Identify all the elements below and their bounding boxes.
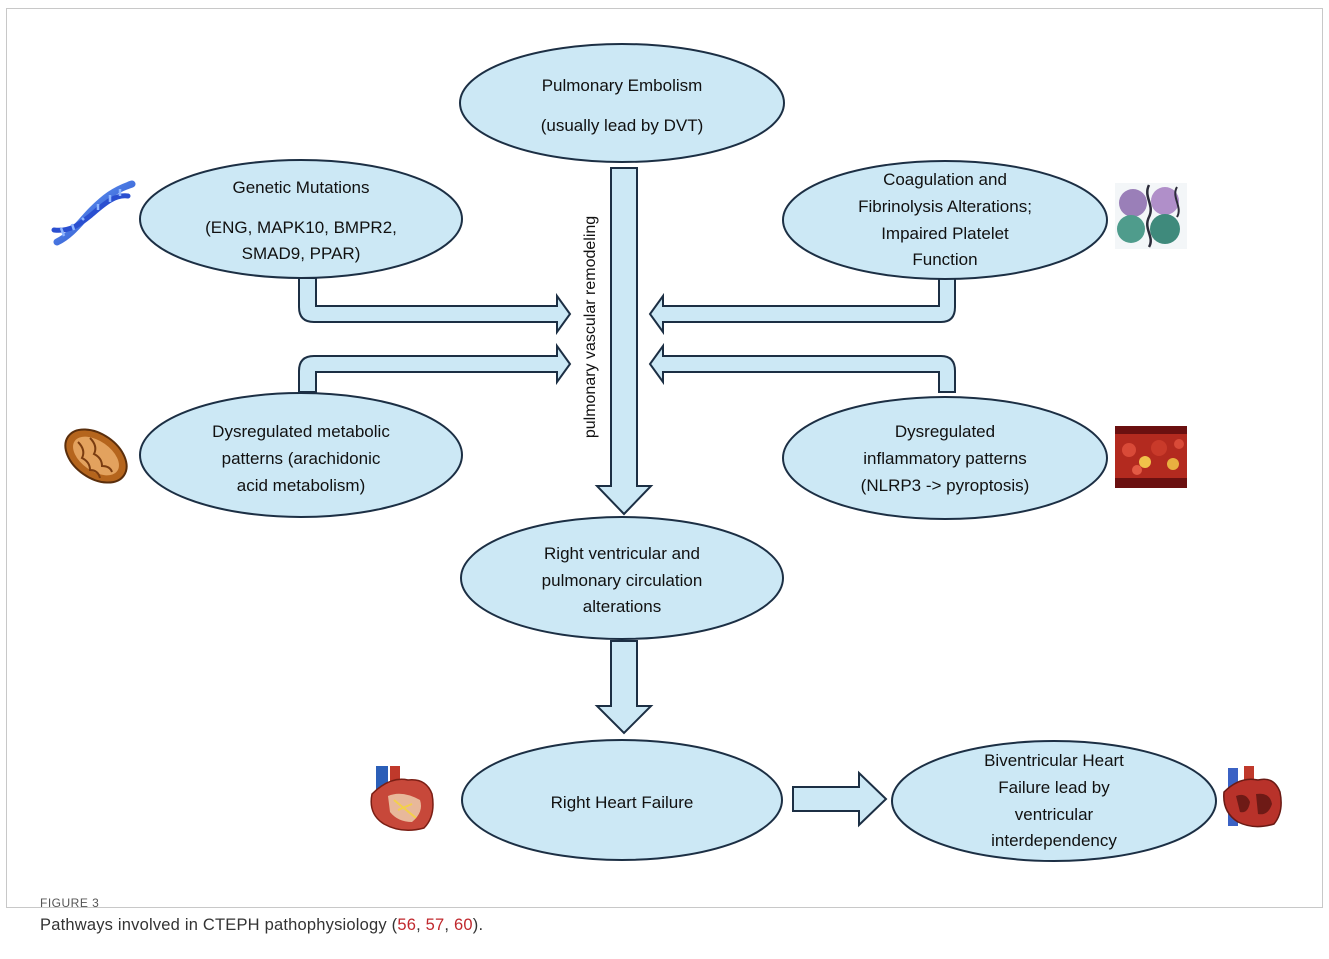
pe-line-0: Pulmonary Embolism	[542, 76, 703, 95]
figure-label: FIGURE 3	[40, 896, 100, 910]
node-coagulation	[782, 160, 1108, 280]
rv-line-1: pulmonary circulation	[542, 571, 703, 590]
bhf-line-3: interdependency	[991, 831, 1117, 850]
coag-line-3: Function	[912, 250, 977, 269]
node-inflammatory	[782, 396, 1108, 520]
metabolic-line-2: acid metabolism)	[237, 476, 366, 495]
protein-structure-icon	[1115, 183, 1187, 249]
arrow-rv-to-rhf	[594, 640, 654, 735]
node-right-heart-failure	[461, 739, 783, 861]
arrow-rhf-to-bhf	[792, 770, 888, 828]
node-genetic-mutations	[139, 159, 463, 279]
metabolic-line-1: patterns (arachidonic	[222, 449, 381, 468]
ref-link[interactable]: 60	[454, 916, 473, 934]
bhf-line-1: Failure lead by	[998, 778, 1110, 797]
coag-line-2: Impaired Platelet	[881, 224, 1009, 243]
heart-cross-section-icon	[1223, 766, 1282, 828]
metabolic-line-0: Dysregulated metabolic	[212, 422, 390, 441]
arrow-metabolic	[298, 342, 572, 393]
bhf-line-2: ventricular	[1015, 805, 1094, 824]
pe-line-1: (usually lead by DVT)	[541, 116, 704, 135]
figure-caption: Pathways involved in CTEPH pathophysiolo…	[40, 916, 484, 934]
caption-text-after: ).	[472, 916, 484, 934]
coag-line-1: Fibrinolysis Alterations;	[858, 197, 1032, 216]
blood-vessel-icon	[1115, 426, 1187, 488]
caption-text-before: Pathways involved in CTEPH pathophysiolo…	[40, 916, 398, 934]
dna-icon	[51, 180, 136, 246]
inflam-line-0: Dysregulated	[895, 422, 995, 441]
rhf-line-0: Right Heart Failure	[551, 793, 694, 812]
arrow-inflam	[648, 342, 956, 393]
coag-line-0: Coagulation and	[883, 170, 1007, 189]
inflam-line-1: inflammatory patterns	[863, 449, 1026, 468]
ref-link[interactable]: 56	[397, 916, 417, 934]
node-metabolic	[139, 392, 463, 518]
ref-link[interactable]: 57	[425, 916, 445, 934]
central-arrow	[594, 167, 654, 516]
node-rv-alterations	[460, 516, 784, 640]
heart-icon	[370, 766, 434, 831]
rv-line-2: alterations	[583, 597, 661, 616]
arrow-coag	[648, 277, 956, 336]
node-biventricular-failure	[891, 740, 1217, 862]
inflam-line-2: (NLRP3 -> pyroptosis)	[861, 476, 1030, 495]
genetic-line-1: (ENG, MAPK10, BMPR2,	[205, 218, 397, 237]
bhf-line-0: Biventricular Heart	[984, 751, 1124, 770]
genetic-line-0: Genetic Mutations	[232, 178, 369, 197]
mitochondrion-icon	[64, 428, 128, 484]
genetic-line-2: SMAD9, PPAR)	[242, 244, 361, 263]
vertical-label: pulmonary vascular remodeling	[582, 216, 599, 438]
arrow-genetic	[298, 277, 572, 336]
rv-line-0: Right ventricular and	[544, 544, 700, 563]
node-pulmonary-embolism	[459, 43, 785, 163]
